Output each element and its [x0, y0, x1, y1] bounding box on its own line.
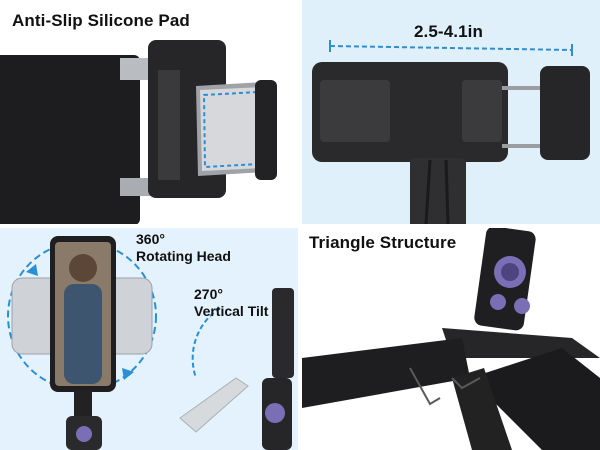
- tripod-title: Triangle Structure: [309, 233, 457, 252]
- panel-width-range: 2.5-4.1in: [302, 0, 600, 224]
- tilt-label: Vertical Tilt: [194, 303, 269, 319]
- rotate-arrow-icon: [26, 264, 38, 276]
- rotate-label: Rotating Head: [136, 248, 231, 264]
- silicone-pad-title: Anti-Slip Silicone Pad: [12, 11, 190, 30]
- tilt-degrees: 270°: [194, 286, 223, 302]
- width-measurement-label: 2.5-4.1in: [414, 22, 483, 41]
- tripod-illustration: [302, 228, 600, 450]
- rotation-illustration: [7, 236, 294, 450]
- rotate-degrees: 360°: [136, 231, 165, 247]
- rotate-arrow-icon: [122, 368, 134, 380]
- panel-silicone-pad: Anti-Slip Silicone Pad: [0, 0, 298, 224]
- clamp-closeup-illustration: [0, 40, 277, 224]
- phone-holder-illustration: [312, 40, 590, 224]
- panel-rotation: 360° Rotating Head 270° Vertical Tilt: [0, 228, 298, 450]
- panel-tripod: Triangle Structure: [302, 228, 600, 450]
